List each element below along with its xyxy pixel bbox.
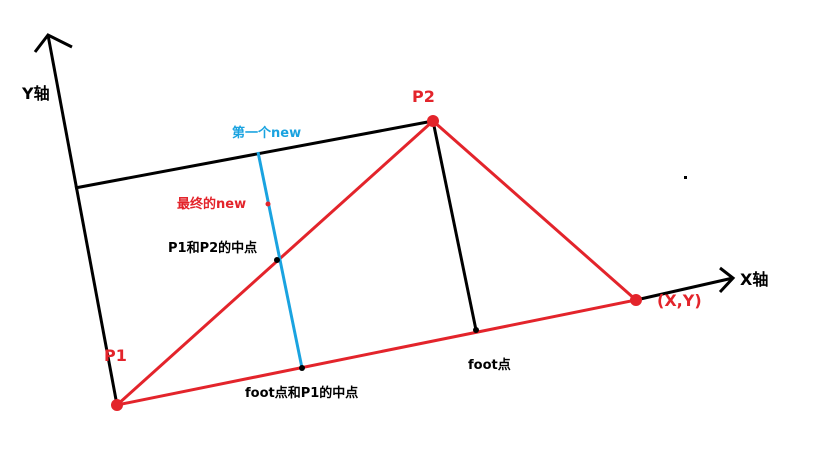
x-axis-arrowhead xyxy=(718,266,736,294)
mid-p1-p2-label: P1和P2的中点 xyxy=(168,240,257,256)
mid-foot-p1-label: foot点和P1的中点 xyxy=(245,385,358,401)
mid-foot-p1-point xyxy=(299,365,305,371)
target-point xyxy=(630,294,642,306)
final-new-point xyxy=(265,201,271,207)
p2-perpendicular-line xyxy=(431,120,478,331)
x-axis-label: X轴 xyxy=(740,270,768,289)
y-axis-arrowhead xyxy=(33,33,73,53)
red-p2-to-target-line xyxy=(432,119,637,302)
red-p1-to-p2-line xyxy=(115,119,435,407)
mid-p1-p2-point xyxy=(274,257,280,263)
stray-dot xyxy=(684,176,687,179)
y-axis-label: Y轴 xyxy=(21,84,50,103)
x-axis-line xyxy=(635,276,734,302)
p2-label: P2 xyxy=(412,87,435,106)
red-p1-to-target-line xyxy=(116,298,637,407)
p1-point xyxy=(111,399,123,411)
first-new-label: 第一个new xyxy=(232,125,301,141)
foot-label: foot点 xyxy=(468,357,511,373)
p1-label: P1 xyxy=(104,346,127,365)
p2-point xyxy=(427,115,439,127)
target-label: (X,Y) xyxy=(657,291,702,310)
top-black-line xyxy=(74,119,434,190)
y-axis-line xyxy=(46,34,119,406)
final-new-label: 最终的new xyxy=(177,196,246,212)
foot-point xyxy=(473,327,479,333)
